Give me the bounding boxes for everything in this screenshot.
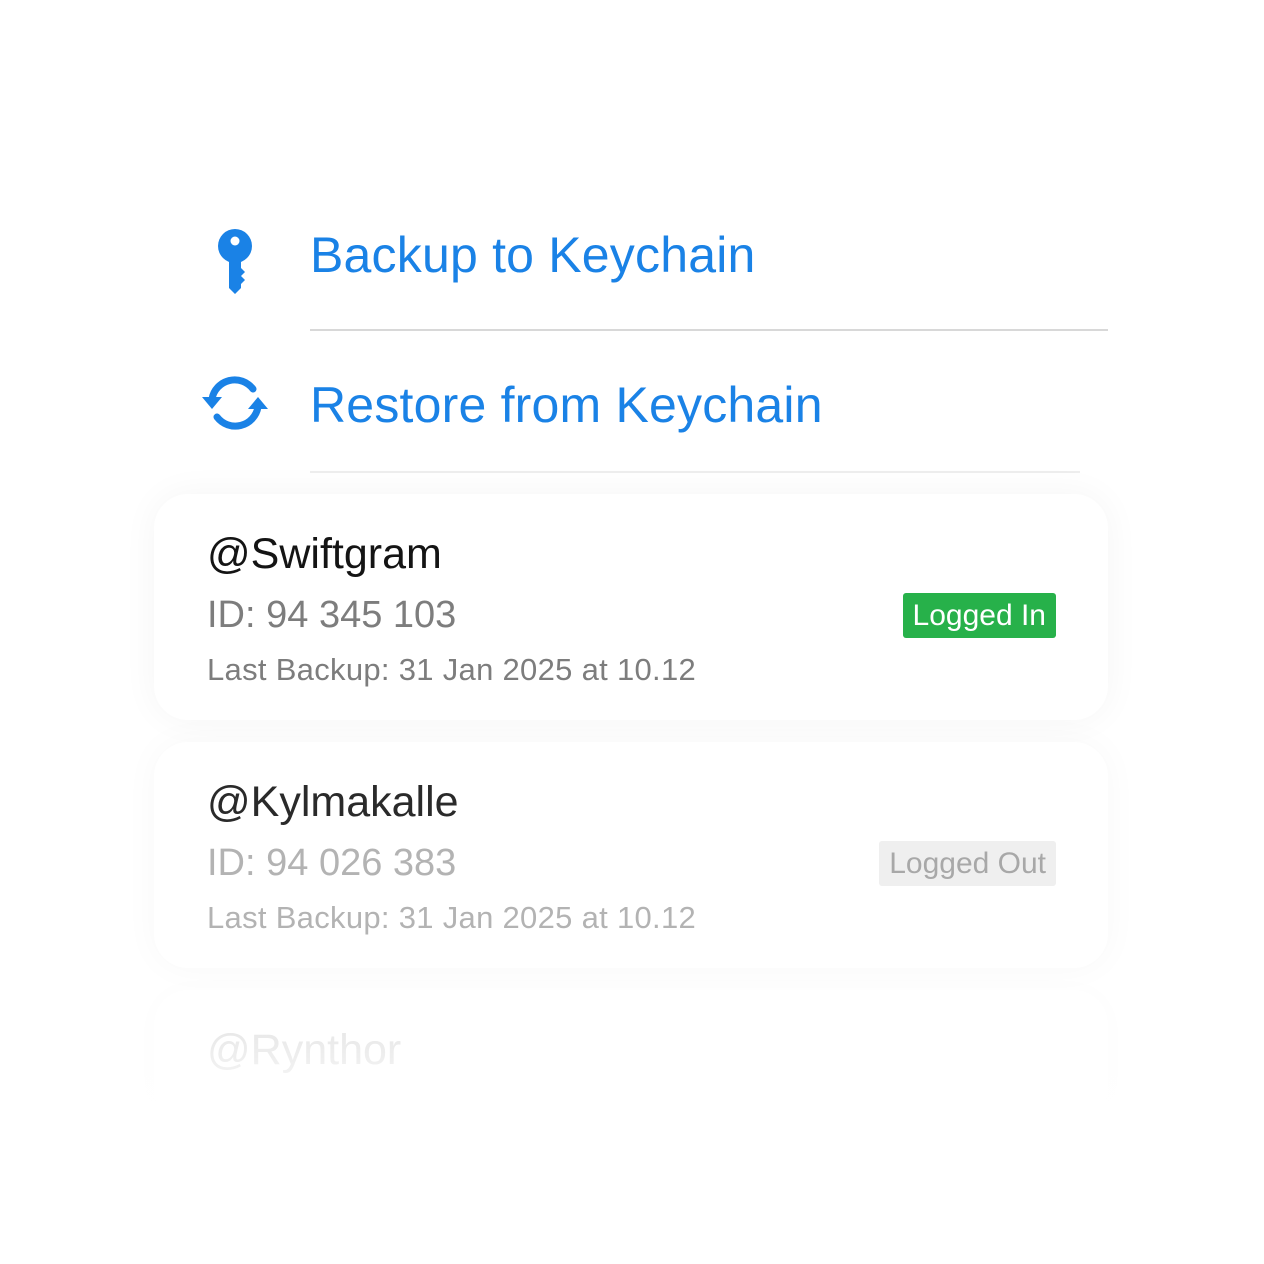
- backup-to-keychain-label: Backup to Keychain: [310, 227, 756, 283]
- key-icon: [196, 224, 274, 302]
- backup-to-keychain-row[interactable]: Backup to Keychain: [0, 192, 1264, 334]
- account-username: @Kylmakalle: [207, 778, 459, 826]
- restore-from-keychain-label: Restore from Keychain: [310, 377, 823, 433]
- account-id: ID: 94 026 383: [207, 842, 457, 884]
- account-username: @Swiftgram: [207, 530, 442, 578]
- account-card-swiftgram[interactable]: @Swiftgram ID: 94 345 103 Logged In Last…: [154, 494, 1108, 720]
- last-backup-text: Last Backup: 31 Jan 2025 at 10.12: [207, 652, 697, 687]
- status-badge-logged-out: Logged Out: [879, 841, 1056, 886]
- restore-from-keychain-row[interactable]: Restore from Keychain: [0, 334, 1264, 476]
- status-badge-logged-in: Logged In: [902, 593, 1056, 638]
- account-id: ID: 94 345 103: [207, 594, 457, 636]
- row-divider: [310, 329, 1108, 331]
- account-card-kylmakalle[interactable]: @Kylmakalle ID: 94 026 383 Logged Out La…: [154, 742, 1108, 968]
- row-divider: [310, 471, 1080, 473]
- refresh-icon: [196, 364, 274, 442]
- account-card-rynthor[interactable]: @Rynthor: [154, 990, 1108, 1120]
- account-username: @Rynthor: [207, 1026, 402, 1074]
- last-backup-text: Last Backup: 31 Jan 2025 at 10.12: [207, 900, 697, 935]
